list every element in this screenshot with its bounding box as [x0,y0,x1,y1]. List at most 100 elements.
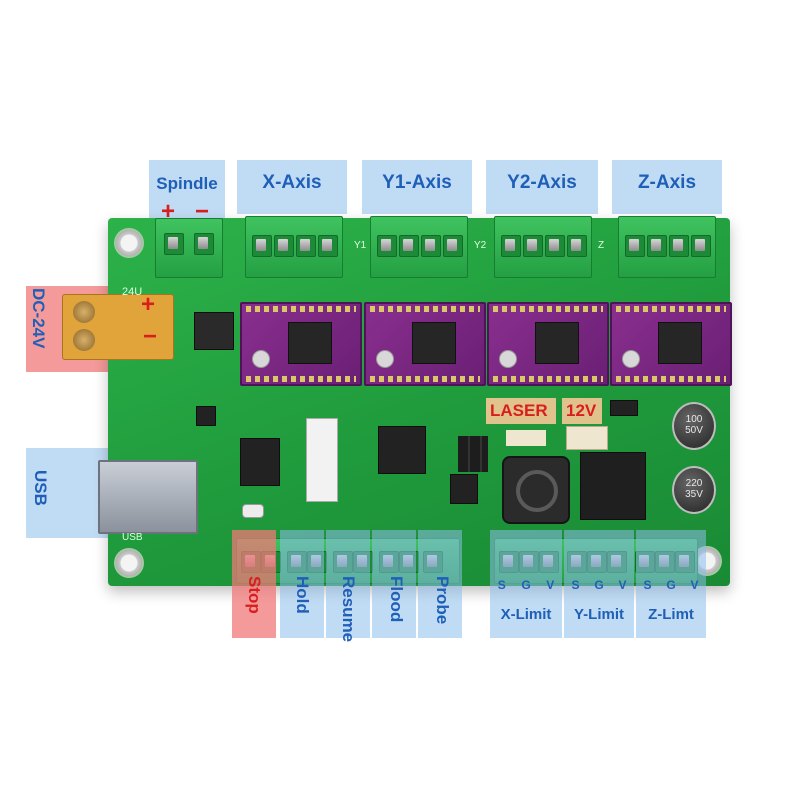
inductor [502,456,570,524]
cap-a-text: 100 50V [685,414,703,436]
grbl-header-connector[interactable] [306,418,338,502]
driver-pot [622,350,640,368]
driver-pot [376,350,394,368]
screw [296,235,316,257]
driver-chip [535,322,579,364]
z-limit-label-box: S G V Z-Limt [636,530,706,638]
pins [370,306,480,312]
resume-label-box [326,530,370,638]
screw [443,235,463,257]
z-limit-label: Z-Limt [648,606,694,623]
power-terminal[interactable]: + − [62,291,174,360]
pin-v: V [690,578,699,592]
capacitor-220uf: 220 35V [672,466,716,514]
x-axis-terminal[interactable] [245,216,343,278]
screw [421,235,441,257]
x-limit-label-box: S G V X-Limit [490,530,562,638]
screw [691,235,711,257]
screw [567,235,587,257]
driver-pot [499,350,517,368]
driver-chip [658,322,702,364]
resume-label: Resume [339,576,358,643]
flood-label: Flood [387,576,406,623]
stop-label: Stop [245,576,264,614]
pins [616,376,726,382]
pins [493,376,603,382]
y1-axis-label: Y1-Axis [382,172,452,193]
crystal [242,504,264,518]
y-limit-label: Y-Limit [573,606,624,623]
pins [493,306,603,312]
volt-connector[interactable] [566,426,608,450]
jumper-header[interactable] [458,436,488,472]
y2-axis-terminal[interactable] [494,216,592,278]
pin-g: G [521,578,531,592]
silk-y1: Y1 [354,240,367,251]
screw [377,235,397,257]
power-screw-top [73,301,95,323]
volt-label-box [562,398,602,424]
screw [523,235,543,257]
z-limit-pins: S G V [636,578,706,592]
pin-s: S [571,578,580,592]
y2-axis-driver [487,302,609,386]
usb-label: USB [31,470,50,506]
driver-pot [252,350,270,368]
screw [194,233,214,255]
silk-z: Z [598,240,605,251]
pin-g: G [666,578,676,592]
microcontroller-chip [378,426,426,474]
laser-label: LASER [490,401,548,420]
spindle-terminal[interactable] [155,218,223,278]
x-axis-label-box: X-Axis [237,160,347,214]
screw [252,235,272,257]
screw [318,235,338,257]
stop-label-box [232,530,276,638]
screw [545,235,565,257]
voltage-regulator [580,452,646,520]
x-axis-driver [240,302,362,386]
mount-hole-top-left [114,228,144,258]
cap-b-text: 220 35V [685,478,703,500]
usb-port[interactable] [98,460,198,534]
laser-connector[interactable] [506,430,546,446]
screw [274,235,294,257]
power-plus: + [141,291,156,318]
mount-hole-bottom-left [114,548,144,578]
silk-y2: Y2 [474,240,487,251]
hold-label-box [280,530,324,638]
small-chip [196,406,216,426]
pin-s: S [643,578,652,592]
power-label: DC-24V [29,288,48,349]
driver-chip [288,322,332,364]
silk-usb: USB [122,532,143,543]
screw [669,235,689,257]
y1-axis-label-box: Y1-Axis [362,160,472,214]
pins [616,306,726,312]
y1-axis-terminal[interactable] [370,216,468,278]
power-minus: − [143,323,158,350]
screw [647,235,667,257]
screw [625,235,645,257]
pin-v: V [618,578,627,592]
y1-axis-driver [364,302,486,386]
spindle-label-box: Spindle + − [149,160,225,226]
z-axis-label: Z-Axis [637,172,697,193]
silk-24v: 24U [122,286,143,298]
x-limit-pins: S G V [490,578,562,592]
fuse [610,400,638,416]
probe-label-box [418,530,462,638]
screw [164,233,184,255]
pins [246,306,356,312]
z-axis-terminal[interactable] [618,216,716,278]
y2-axis-label: Y2-Axis [507,172,577,193]
pin-g: G [594,578,604,592]
hold-label: Hold [293,576,312,614]
probe-label: Probe [433,576,452,625]
pins [246,376,356,382]
pin-s: S [497,578,506,592]
pins [370,376,480,382]
screw [399,235,419,257]
small-logic-chip [450,474,478,504]
power-screw-bottom [73,329,95,351]
